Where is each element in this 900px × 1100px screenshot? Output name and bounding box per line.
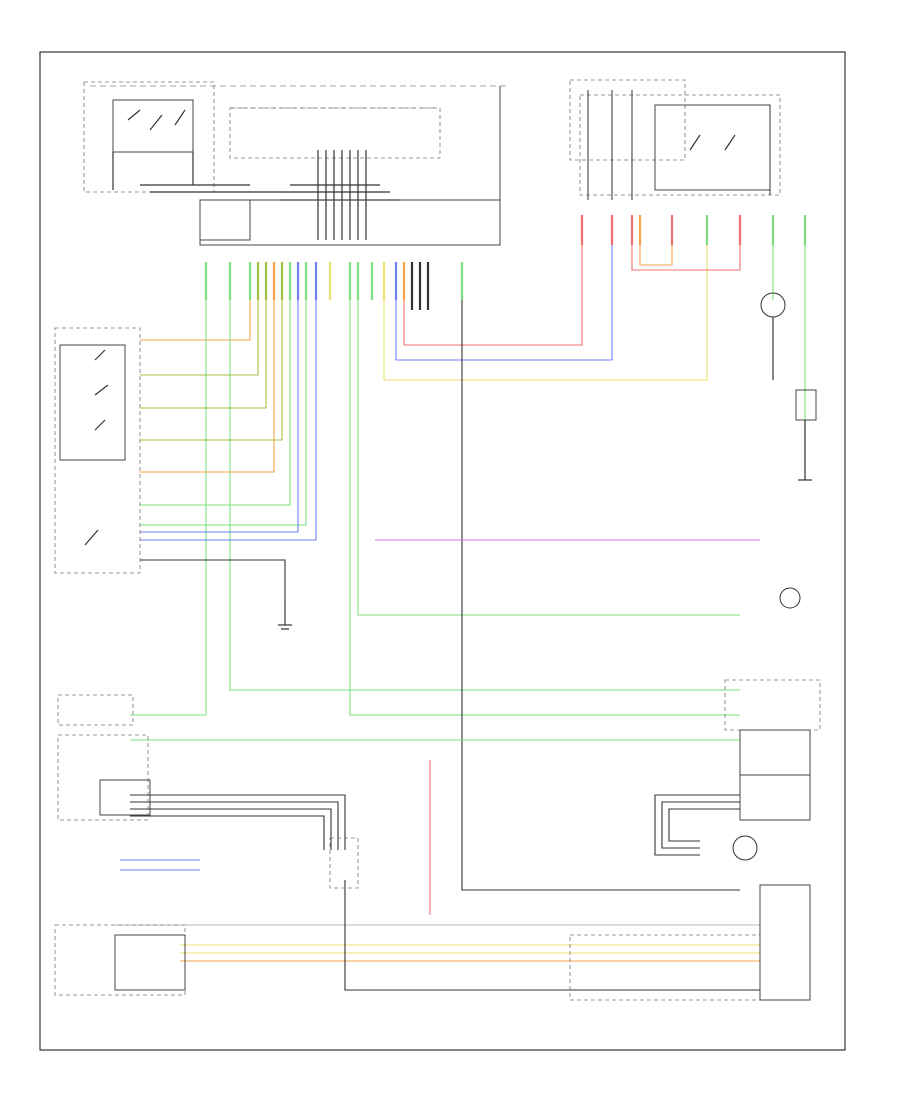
central-pins: [204, 262, 464, 310]
top-right-pins: [580, 215, 807, 245]
fuse-box-top-right: [569, 79, 781, 200]
top-bundle: [317, 150, 367, 240]
wires: [115, 245, 806, 991]
bottom-left-components: [54, 694, 811, 1001]
diagram-border: [39, 51, 846, 1051]
right-side-components: [724, 292, 821, 861]
light-switch-module: [54, 327, 141, 574]
main-relay-block: [83, 81, 215, 193]
ground-g1: [278, 600, 292, 630]
